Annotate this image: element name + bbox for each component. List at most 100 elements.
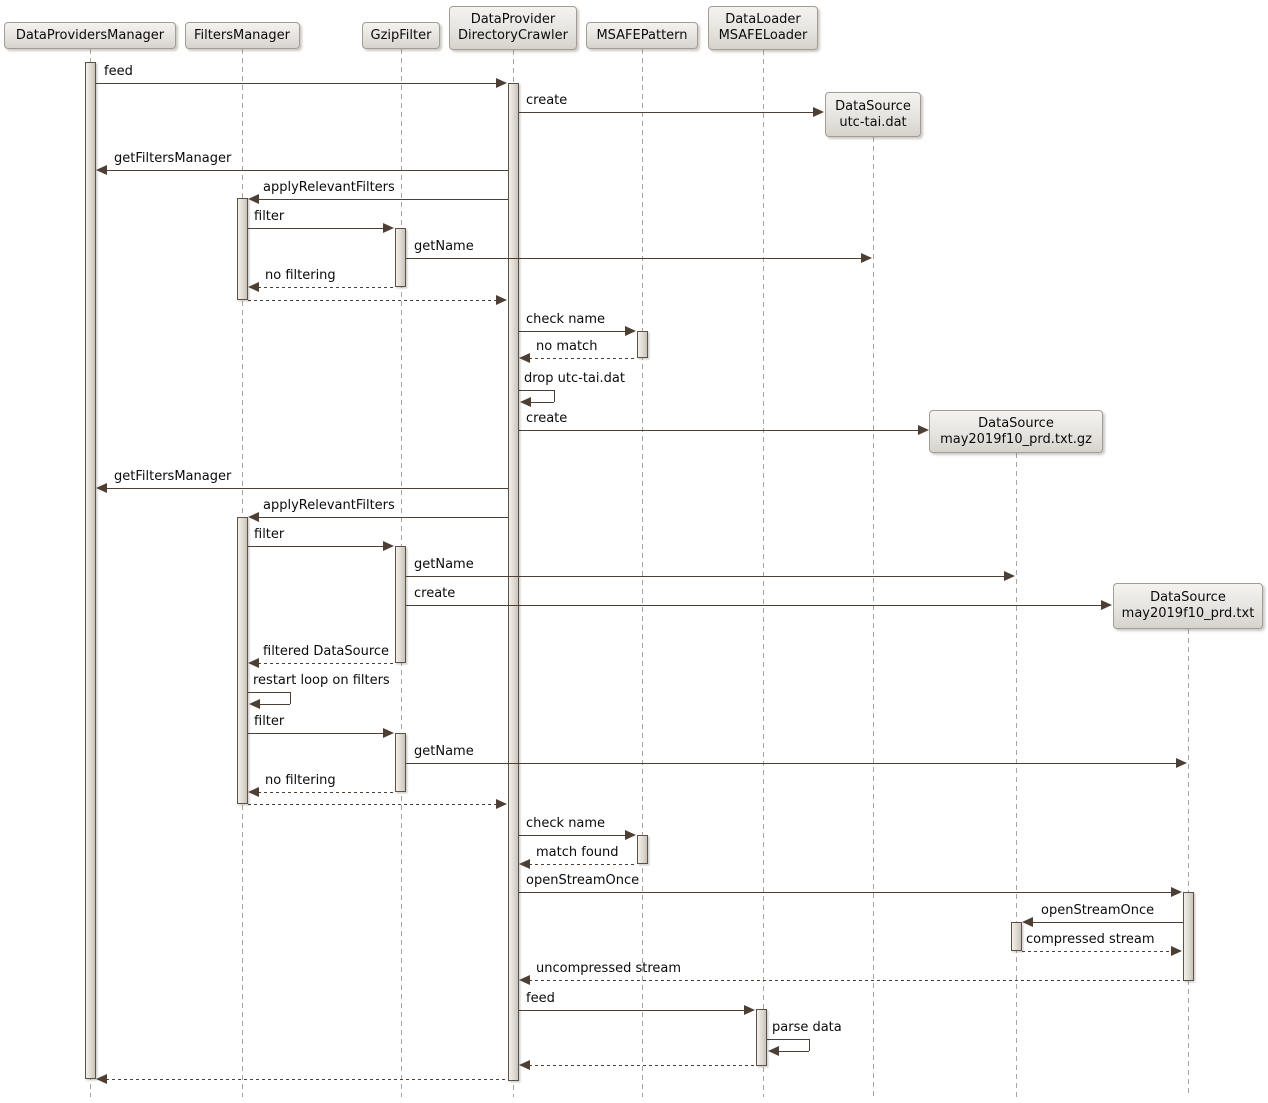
message-line xyxy=(248,546,384,547)
participant-filters-manager: FiltersManager xyxy=(184,22,300,49)
arrowhead-left-icon xyxy=(519,353,530,363)
arrowhead-left-icon xyxy=(520,397,531,407)
message-label: no filtering xyxy=(265,268,336,283)
message-label: check name xyxy=(526,312,606,327)
self-message-line xyxy=(258,704,290,705)
activation-bar-msafe-pattern xyxy=(637,835,648,864)
participant-data-providers-manager: DataProvidersManager xyxy=(4,22,176,49)
arrowhead-left-icon xyxy=(248,512,259,522)
participant-label: FiltersManager xyxy=(194,27,290,43)
participant-label: GzipFilter xyxy=(370,27,432,43)
participant-label: may2019f10_prd.txt xyxy=(1121,606,1255,621)
activation-bar-gzip-filter xyxy=(395,546,406,663)
participant-label: DirectoryCrawler xyxy=(458,28,568,43)
arrowhead-left-icon xyxy=(248,194,259,204)
message-line xyxy=(258,287,395,288)
participant-label: DataLoader xyxy=(725,12,801,27)
message-label: filtered DataSource xyxy=(263,644,390,659)
message-line xyxy=(258,517,508,518)
message-line xyxy=(519,430,919,431)
message-line xyxy=(529,980,1183,981)
arrowhead-left-icon xyxy=(519,975,530,985)
arrowhead-left-icon xyxy=(249,699,260,709)
message-label: feed xyxy=(104,64,133,79)
message-line xyxy=(519,892,1172,893)
message-line xyxy=(529,864,637,865)
arrowhead-left-icon xyxy=(96,1074,107,1084)
message-line xyxy=(106,488,508,489)
lifeline-data-source-may2019f10-prd-txt-gz xyxy=(1016,453,1017,1097)
message-label: match found xyxy=(536,845,619,860)
message-line xyxy=(519,835,626,836)
message-label: drop utc-tai.dat xyxy=(524,371,625,386)
self-message-line xyxy=(248,692,290,693)
message-line xyxy=(96,83,497,84)
message-line xyxy=(529,358,637,359)
participant-label: DataSource xyxy=(978,415,1054,431)
activation-bar-gzip-filter xyxy=(395,733,406,792)
activation-bar-data-source-may2019f10-prd-txt-gz xyxy=(1011,922,1022,951)
message-label: no filtering xyxy=(265,773,336,788)
message-label: create xyxy=(526,411,568,426)
message-label: openStreamOnce xyxy=(1041,903,1155,918)
self-message-line xyxy=(767,1039,809,1040)
message-line xyxy=(1022,951,1172,952)
self-message-line xyxy=(777,1051,809,1052)
message-line xyxy=(529,1065,756,1066)
lifeline-data-source-may2019f10-prd-txt xyxy=(1188,629,1189,1097)
participant-gzip-filter: GzipFilter xyxy=(362,22,440,49)
message-label: restart loop on filters xyxy=(253,673,390,688)
arrowhead-right-icon xyxy=(625,326,636,336)
message-line xyxy=(106,1079,508,1080)
activation-bar-filters-manager xyxy=(237,198,248,300)
message-label: applyRelevantFilters xyxy=(263,498,395,513)
message-line xyxy=(106,170,508,171)
activation-bar-data-provider-directory-crawler xyxy=(508,83,519,1081)
self-message-line xyxy=(809,1039,810,1051)
participant-label: DataProvider xyxy=(470,12,556,27)
arrowhead-right-icon xyxy=(625,830,636,840)
activation-bar-data-source-may2019f10-prd-txt xyxy=(1183,892,1194,981)
message-label: parse data xyxy=(772,1020,842,1035)
message-label: uncompressed stream xyxy=(536,961,682,976)
message-line xyxy=(406,763,1177,764)
participant-label: DataSource xyxy=(1150,590,1226,605)
message-label: compressed stream xyxy=(1026,932,1155,947)
message-line xyxy=(406,258,862,259)
arrowhead-right-icon xyxy=(813,107,824,117)
self-message-line xyxy=(519,390,554,391)
self-message-line xyxy=(554,390,555,402)
lifeline-msafe-pattern xyxy=(642,49,643,1097)
arrowhead-right-icon xyxy=(383,541,394,551)
arrowhead-right-icon xyxy=(1171,946,1182,956)
participant-label: DataProvidersManager xyxy=(15,27,165,43)
arrowhead-right-icon xyxy=(1004,571,1015,581)
message-label: create xyxy=(526,93,568,108)
message-line xyxy=(519,112,814,113)
arrowhead-left-icon xyxy=(248,658,259,668)
activation-bar-data-loader-msafe-loader xyxy=(756,1009,767,1066)
message-line xyxy=(248,300,497,301)
message-label: no match xyxy=(536,339,598,354)
activation-bar-gzip-filter xyxy=(395,228,406,287)
arrowhead-left-icon xyxy=(1022,917,1033,927)
message-label: applyRelevantFilters xyxy=(263,180,395,195)
arrowhead-left-icon xyxy=(248,787,259,797)
arrowhead-right-icon xyxy=(744,1005,755,1015)
arrowhead-right-icon xyxy=(1171,887,1182,897)
message-line xyxy=(519,1010,745,1011)
message-line xyxy=(248,804,497,805)
message-label: check name xyxy=(526,816,606,831)
message-label: filter xyxy=(254,714,285,729)
message-label: getName xyxy=(414,239,474,254)
arrowhead-left-icon xyxy=(248,282,259,292)
message-label: filter xyxy=(254,209,285,224)
message-label: getFiltersManager xyxy=(114,151,232,166)
message-line xyxy=(519,331,626,332)
arrowhead-left-icon xyxy=(519,859,530,869)
participant-msafe-pattern: MSAFEPattern xyxy=(586,22,698,49)
